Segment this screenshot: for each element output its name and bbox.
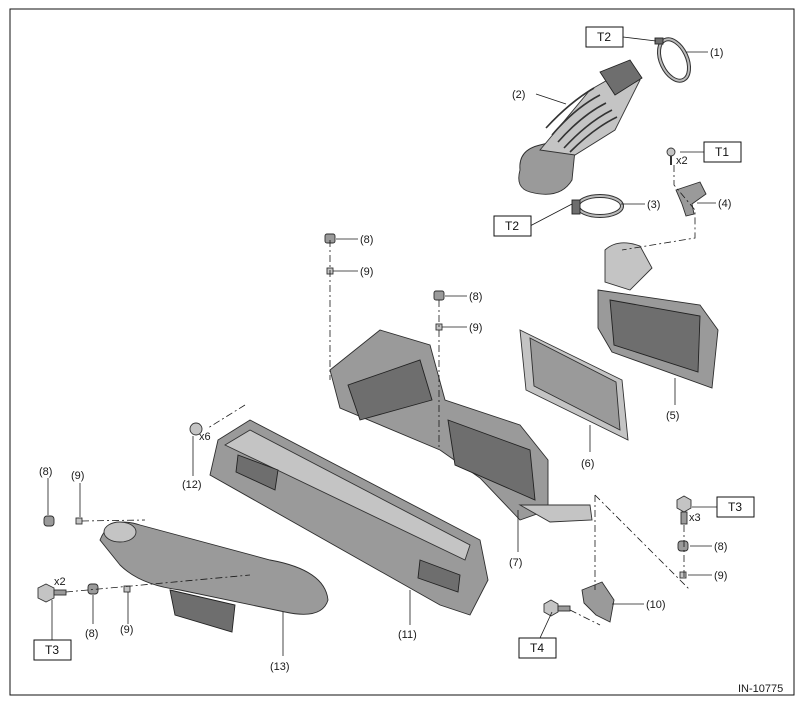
assembly-line — [594, 494, 691, 591]
svg-text:T3: T3 — [45, 643, 59, 657]
drawing-id: IN-10775 — [738, 683, 783, 695]
bolt-t3-left — [37, 583, 131, 603]
callout-8: (8) — [360, 234, 373, 246]
torque-label-t2-top: T2 — [585, 26, 624, 48]
callout-9: (9) — [120, 624, 133, 636]
svg-text:T1: T1 — [715, 145, 729, 159]
grommet-left-upper — [43, 515, 83, 527]
callout-12: (12) — [182, 479, 202, 491]
torque-label-t3-left: T3 — [33, 639, 72, 661]
intake-boot-part-2 — [518, 59, 643, 195]
quantity-x3: x3 — [689, 512, 701, 524]
callout-9: (9) — [71, 470, 84, 482]
bracket-part-10 — [581, 581, 615, 623]
torque-label-t3-right: T3 — [716, 496, 755, 518]
callout-8: (8) — [39, 466, 52, 478]
clip-part-12 — [189, 422, 203, 436]
torque-label-t4: T4 — [518, 637, 557, 659]
assembly-line — [569, 609, 601, 626]
duct-cover-part-11 — [209, 419, 489, 616]
quantity-x6: x6 — [199, 431, 211, 443]
bolt-t3-right — [676, 495, 692, 579]
assembly-line — [65, 574, 251, 593]
bolt-t4 — [543, 599, 571, 617]
callout-13: (13) — [270, 661, 290, 673]
callout-8: (8) — [714, 541, 727, 553]
callout-6: (6) — [581, 458, 594, 470]
air-cleaner-case-part-5 — [597, 242, 719, 389]
bolt-t1 — [666, 147, 676, 165]
intake-duct-part-13 — [99, 521, 329, 633]
svg-text:T4: T4 — [530, 641, 544, 655]
assembly-line — [207, 404, 246, 429]
assembly-line — [621, 165, 696, 251]
callout-4: (4) — [718, 198, 731, 210]
torque-label-t2-bottom: T2 — [493, 215, 532, 237]
quantity-x2-t3: x2 — [54, 576, 66, 588]
callout-9: (9) — [360, 266, 373, 278]
callout-1: (1) — [710, 47, 723, 59]
callout-10: (10) — [646, 599, 666, 611]
svg-text:T2: T2 — [597, 30, 611, 44]
callout-11: (11) — [398, 629, 417, 641]
quantity-x2-t1: x2 — [676, 155, 688, 167]
clamp-part-3 — [571, 194, 624, 218]
assembly-line — [81, 519, 146, 522]
callout-7: (7) — [509, 557, 522, 569]
svg-text:T2: T2 — [505, 219, 519, 233]
callout-2: (2) — [512, 89, 525, 101]
svg-text:T3: T3 — [728, 500, 742, 514]
clamp-part-1 — [654, 37, 692, 83]
callout-9: (9) — [714, 570, 727, 582]
callout-3: (3) — [647, 199, 660, 211]
filter-element-part-6 — [519, 329, 629, 441]
callout-8: (8) — [469, 291, 482, 303]
sensor-part-4 — [675, 181, 707, 217]
torque-label-t1: T1 — [703, 141, 742, 163]
callout-9: (9) — [469, 322, 482, 334]
callout-8: (8) — [85, 628, 98, 640]
callout-5: (5) — [666, 410, 679, 422]
